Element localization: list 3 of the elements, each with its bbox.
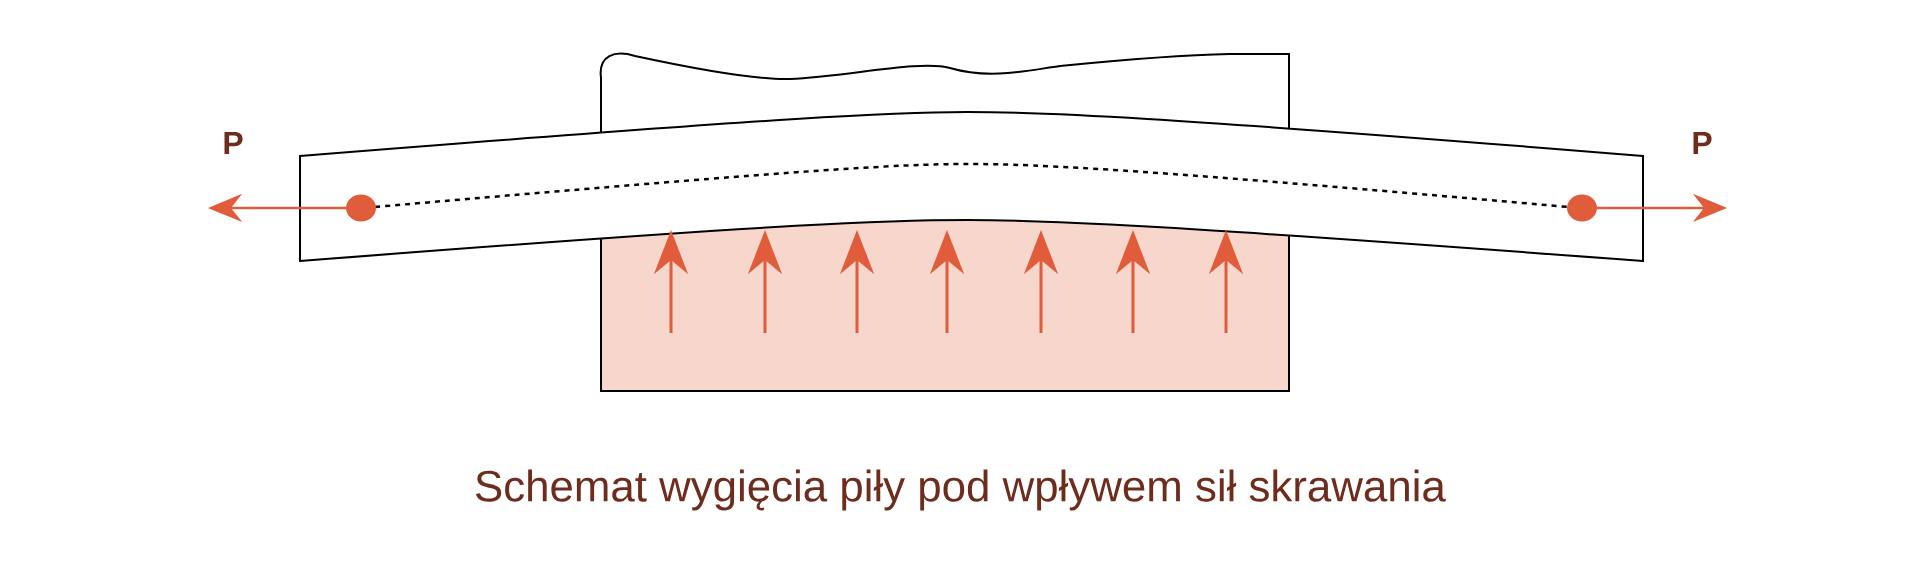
force-label: P <box>1693 132 1712 154</box>
caption: Schemat wygięcia piły pod wpływem sił skrawania <box>475 469 1446 511</box>
force-label: P <box>224 132 243 154</box>
